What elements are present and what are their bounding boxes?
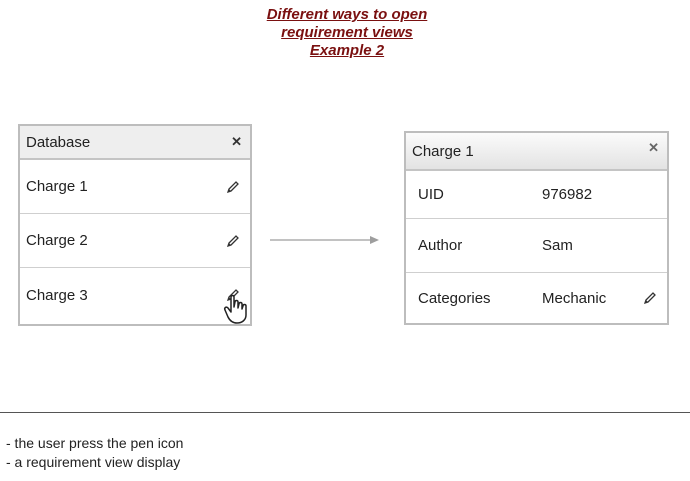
list-item-label: Charge 2 xyxy=(26,232,88,249)
list-item[interactable]: Charge 3 xyxy=(20,268,250,322)
pencil-icon[interactable] xyxy=(226,234,240,248)
list-item-label: Charge 1 xyxy=(26,178,88,195)
title-line-2: requirement views xyxy=(281,24,413,41)
field-value: 976982 xyxy=(542,186,593,203)
notes: - the user press the pen icon - a requir… xyxy=(6,434,183,472)
list-item[interactable]: Charge 2 xyxy=(20,214,250,268)
flow-arrow xyxy=(270,236,379,244)
title-line-3: Example 2 xyxy=(309,42,385,59)
field-key: UID xyxy=(418,186,444,203)
close-icon[interactable]: ✕ xyxy=(648,140,659,155)
close-icon[interactable]: ✕ xyxy=(231,134,242,149)
diagram-title: Different ways to open requirement views… xyxy=(200,6,494,60)
pencil-icon[interactable] xyxy=(226,180,240,194)
field-value: Mechanic xyxy=(542,289,607,307)
requirement-view-title: Charge 1 xyxy=(412,142,474,160)
field-value: Sam xyxy=(542,237,573,254)
list-item-label: Charge 3 xyxy=(26,286,88,304)
field-row: UID 976982 xyxy=(406,171,667,219)
list-item[interactable]: Charge 1 xyxy=(20,160,250,214)
field-key: Author xyxy=(418,237,463,254)
title-line-1: Different ways to open xyxy=(266,6,428,23)
pencil-icon[interactable] xyxy=(643,291,657,305)
field-row: Author Sam xyxy=(406,219,667,273)
requirement-view-header: Charge 1 ✕ xyxy=(406,133,667,171)
field-key: Categories xyxy=(418,289,491,307)
divider xyxy=(0,412,690,413)
database-panel-title: Database xyxy=(26,133,91,151)
note-line: - the user press the pen icon xyxy=(6,435,184,451)
field-row: Categories Mechanic xyxy=(406,273,667,323)
database-panel-header: Database ✕ xyxy=(20,126,250,160)
hand-cursor-icon xyxy=(224,294,247,324)
note-line: - a requirement view display xyxy=(6,454,181,470)
database-panel: Database ✕ Charge 1 Charge 2 Charge 3 xyxy=(18,124,252,326)
requirement-view-panel: Charge 1 ✕ UID 976982 Author Sam Categor… xyxy=(404,131,669,325)
